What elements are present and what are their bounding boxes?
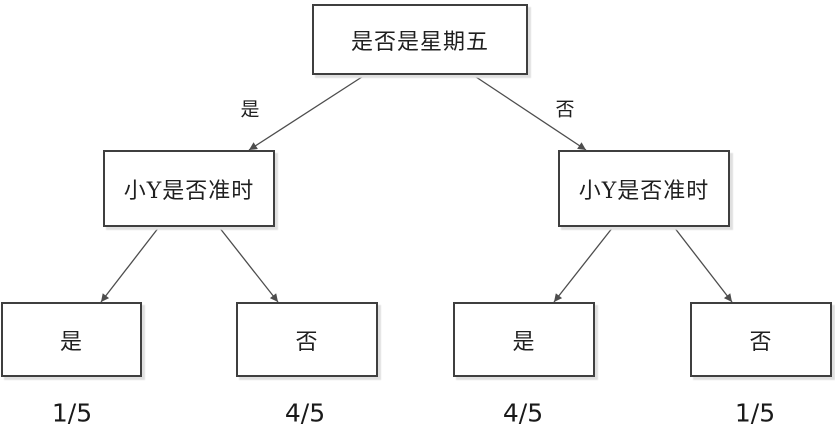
edge-root-to-right-node <box>472 74 587 151</box>
leaf-node-2-label: 否 <box>295 329 319 355</box>
decision-node-left: 小Y是否准时 <box>103 150 275 227</box>
decision-node-left-label: 小Y是否准时 <box>123 178 255 204</box>
decision-node-right: 小Y是否准时 <box>558 150 730 227</box>
edge-label-no: 否 <box>555 98 575 121</box>
leaf-node-3-label: 是 <box>512 329 536 355</box>
leaf-node-3: 是 <box>453 302 595 377</box>
edge-left-to-leaf-2 <box>218 226 279 303</box>
root-node: 是否是星期五 <box>312 4 528 75</box>
probability-label-3: 4/5 <box>502 398 544 428</box>
leaf-node-4-label: 否 <box>749 329 773 355</box>
probability-label-2: 4/5 <box>284 398 326 428</box>
probability-label-4: 1/5 <box>734 398 776 428</box>
edge-right-to-leaf-4 <box>673 226 733 303</box>
edge-label-yes: 是 <box>240 98 260 121</box>
probability-label-1: 1/5 <box>51 398 93 428</box>
decision-node-right-label: 小Y是否准时 <box>578 178 710 204</box>
leaf-node-4: 否 <box>690 302 832 377</box>
leaf-node-2: 否 <box>236 302 378 377</box>
leaf-node-1-label: 是 <box>59 329 83 355</box>
edge-left-to-leaf-1 <box>100 226 160 303</box>
edge-root-to-left-node <box>248 74 366 151</box>
leaf-node-1: 是 <box>1 302 142 377</box>
root-node-label: 是否是星期五 <box>350 29 489 55</box>
edge-right-to-leaf-3 <box>553 226 614 303</box>
